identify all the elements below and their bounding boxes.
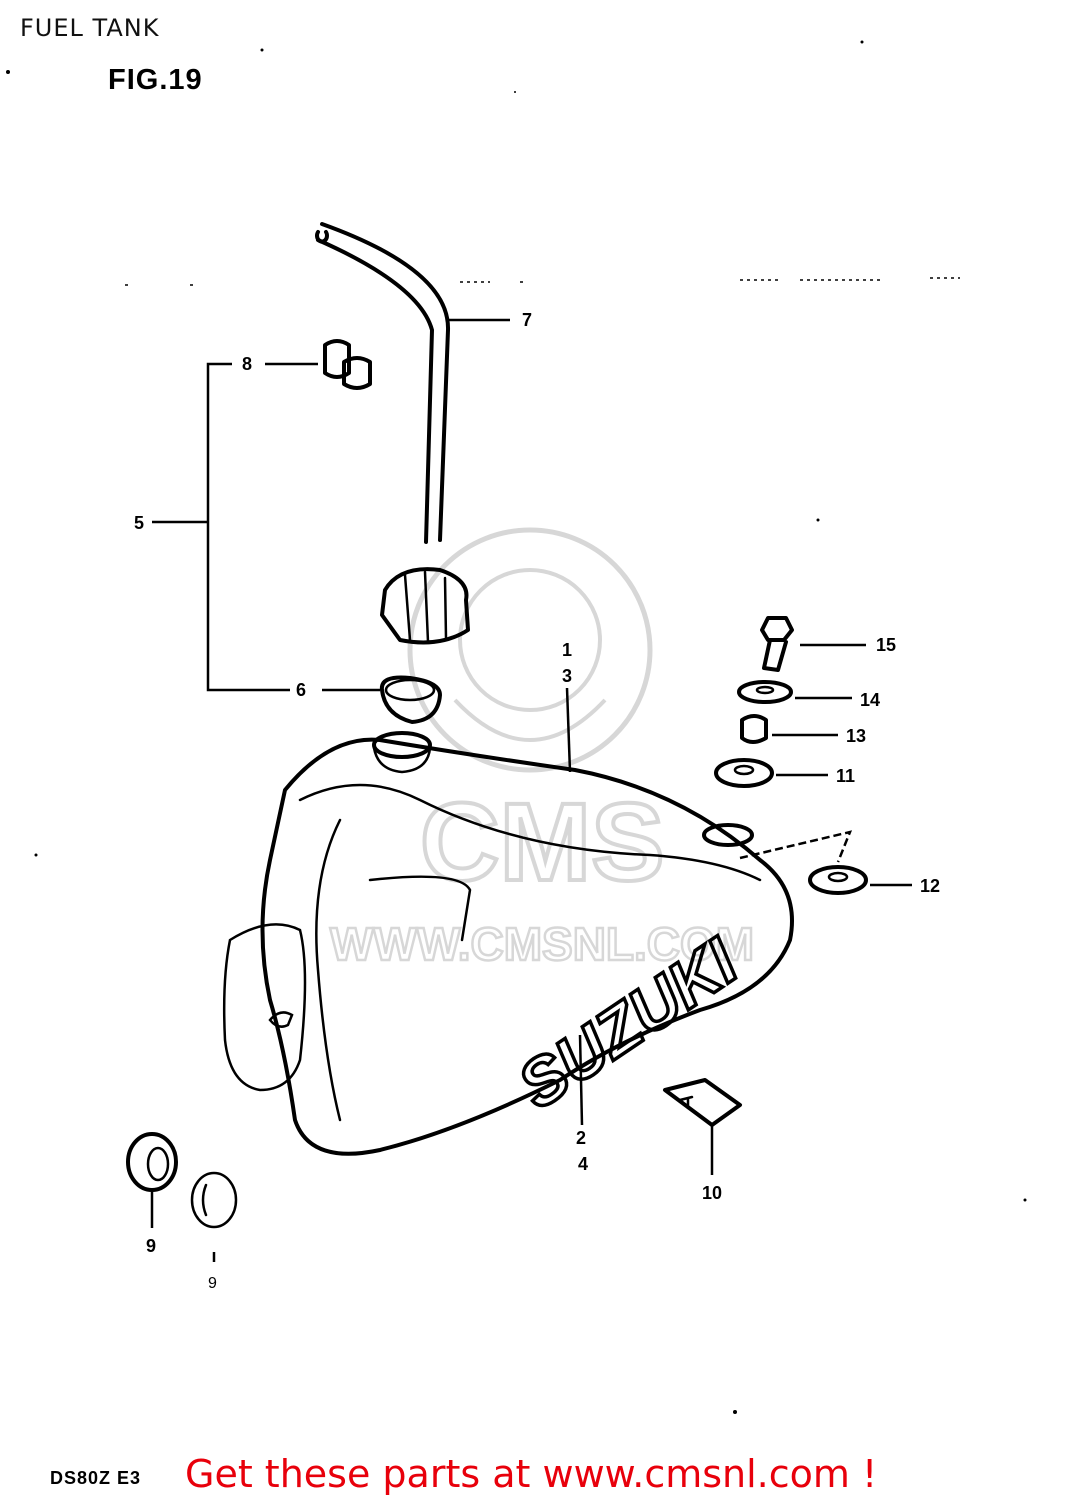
callout-15: 15 bbox=[876, 635, 896, 655]
fuel-cap bbox=[380, 567, 470, 645]
washer bbox=[737, 680, 852, 704]
cushion-lower bbox=[739, 830, 912, 895]
damper bbox=[126, 1132, 178, 1228]
cushion-pad bbox=[663, 1078, 742, 1175]
figure-label: FIG.19 bbox=[108, 64, 203, 96]
model-code: DS80Z E3 bbox=[50, 1468, 142, 1488]
bolt bbox=[760, 616, 866, 672]
get-parts-link[interactable]: Get these parts at www.cmsnl.com ! bbox=[185, 1452, 878, 1496]
callout-6: 6 bbox=[296, 680, 306, 700]
cms-watermark: CMS WWW.CMSNL.COM bbox=[329, 527, 755, 971]
callout-9: 9 bbox=[146, 1236, 156, 1256]
callout-1: 1 bbox=[562, 640, 572, 660]
breather-hose bbox=[315, 222, 510, 544]
callout-7: 7 bbox=[522, 310, 532, 330]
page-title: FUEL TANK bbox=[20, 14, 160, 42]
leader-1-3 bbox=[565, 687, 572, 773]
callout-3: 3 bbox=[562, 666, 572, 686]
watermark-url: WWW.CMSNL.COM bbox=[330, 918, 754, 970]
damper-alt bbox=[190, 1171, 238, 1262]
callout-2: 2 bbox=[576, 1128, 586, 1148]
callout-12: 12 bbox=[920, 876, 940, 896]
cap-pieces bbox=[265, 339, 372, 390]
callout-13: 13 bbox=[846, 726, 866, 746]
callout-11: 11 bbox=[836, 766, 855, 786]
cushion bbox=[714, 758, 828, 788]
collar bbox=[740, 714, 838, 744]
callout-4: 4 bbox=[578, 1154, 588, 1174]
callout-5: 5 bbox=[134, 513, 144, 533]
group-bracket bbox=[206, 362, 290, 692]
cap-gasket bbox=[322, 675, 442, 724]
callout-9-alt: 9 bbox=[208, 1275, 217, 1292]
callout-14: 14 bbox=[860, 690, 880, 710]
scan-noise bbox=[6, 40, 1027, 1414]
callout-8: 8 bbox=[242, 354, 252, 374]
callout-10: 10 bbox=[702, 1183, 722, 1203]
leader-2-4 bbox=[578, 1034, 584, 1126]
